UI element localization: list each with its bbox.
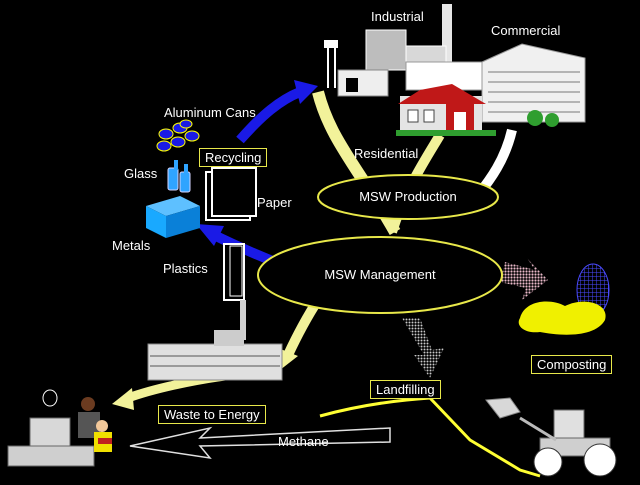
incinerator-plant-icon (147, 300, 283, 381)
incinerator-arrow-head (278, 348, 298, 370)
methane-label: Methane (278, 434, 329, 449)
methane-arrow (129, 426, 391, 460)
industrial-label: Industrial (371, 9, 424, 24)
landfill-arrow (402, 318, 444, 378)
recycle-arrow-left-head (196, 224, 224, 246)
residential-label: Residential (354, 146, 419, 161)
compost-arrow (500, 258, 548, 300)
composting-box: Composting (531, 355, 613, 374)
msw-production-ellipse (317, 174, 499, 220)
residential-house-icon (396, 84, 496, 136)
aluminum-cans-icon (156, 119, 200, 152)
commercial-building-icon (481, 43, 586, 127)
landfill-line (319, 396, 541, 478)
metals-label: Metals (112, 238, 151, 253)
plastics-label: Plastics (163, 261, 208, 276)
recycle-arrow-up (236, 87, 302, 144)
person-computer-icon (7, 389, 112, 467)
incinerator-arrow (283, 297, 323, 358)
msw-production-label: MSW Production (359, 189, 457, 204)
recycling-box: Recycling (199, 148, 268, 167)
aluminum-cans-label: Aluminum Cans (164, 105, 256, 120)
glass-label: Glass (124, 166, 158, 181)
paper-label: Paper (257, 195, 292, 210)
msw-management-ellipse (257, 236, 503, 314)
paper-stack-icon (205, 167, 257, 221)
msw-management-label: MSW Management (324, 267, 436, 282)
landfilling-box: Landfilling (370, 380, 441, 399)
industrial-building-icon (324, 4, 487, 97)
glass-bottles-icon (167, 160, 191, 193)
plastics-icon (223, 243, 245, 301)
composting-icon (518, 263, 610, 335)
landfill-compactor-icon (485, 397, 617, 477)
metals-cube-icon (146, 196, 200, 238)
waste-to-energy-box: Waste to Energy (158, 405, 266, 424)
commercial-label: Commercial (491, 23, 561, 38)
recycle-arrow-up-head (294, 80, 318, 104)
energy-arrow-head (112, 388, 134, 410)
